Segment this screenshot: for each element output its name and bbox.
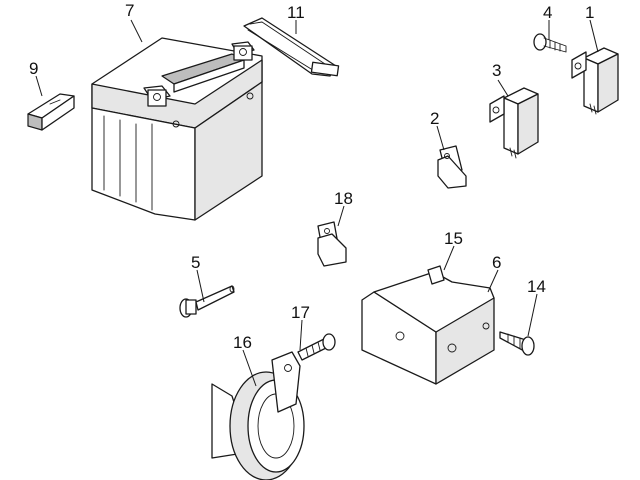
part-1-relay bbox=[571, 47, 619, 115]
part-6-horn-bracket bbox=[361, 265, 495, 385]
part-17-bolt bbox=[297, 333, 336, 361]
callout-17: 17 bbox=[291, 303, 310, 322]
part-18-clip bbox=[317, 221, 347, 267]
callout-2: 2 bbox=[430, 109, 439, 128]
callout-9: 9 bbox=[29, 59, 38, 78]
callout-15: 15 bbox=[444, 229, 463, 248]
part-14-screw bbox=[499, 331, 535, 356]
part-4-screw bbox=[533, 33, 567, 53]
part-11-battery-strap bbox=[243, 17, 340, 77]
callout-3: 3 bbox=[492, 61, 501, 80]
callout-4: 4 bbox=[543, 3, 552, 22]
part-5-bolt bbox=[179, 285, 235, 318]
callout-5: 5 bbox=[191, 253, 200, 272]
callout-labels: 7 11 9 1 4 3 2 18 5 15 6 14 17 16 bbox=[29, 1, 594, 352]
part-2-clip bbox=[437, 145, 467, 189]
callout-11: 11 bbox=[287, 3, 305, 22]
callout-7: 7 bbox=[125, 1, 134, 20]
callout-16: 16 bbox=[233, 333, 252, 352]
part-3-relay bbox=[489, 87, 539, 159]
callout-14: 14 bbox=[527, 277, 546, 296]
part-16-horn bbox=[211, 351, 305, 480]
callout-6: 6 bbox=[492, 253, 501, 272]
callout-1: 1 bbox=[585, 3, 594, 22]
part-7-battery bbox=[91, 37, 263, 221]
leader-lines bbox=[35, 19, 599, 387]
part-9-fuse-cap bbox=[27, 93, 75, 131]
callout-18: 18 bbox=[334, 189, 353, 208]
